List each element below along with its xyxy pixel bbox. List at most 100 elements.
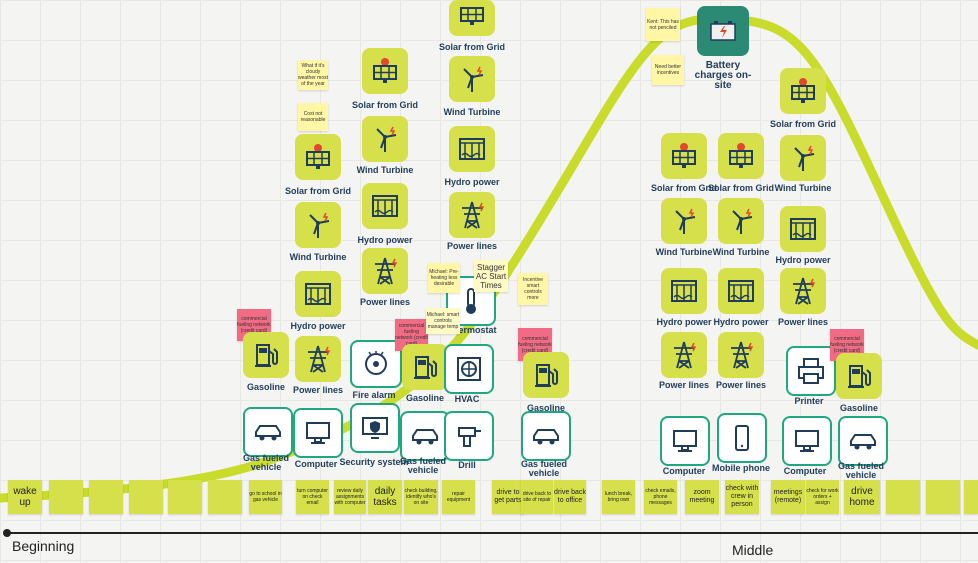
power-lines-label: Power lines xyxy=(658,380,710,390)
note-incentives[interactable]: Need better incentives xyxy=(652,55,684,85)
security-shield-icon xyxy=(362,417,388,439)
computer-tile[interactable] xyxy=(293,408,343,458)
hydro-tile[interactable] xyxy=(718,268,764,314)
step-note[interactable] xyxy=(49,480,83,514)
mobile-phone-tile[interactable] xyxy=(717,413,767,463)
battery-icon xyxy=(710,21,736,41)
gas-vehicle-tile[interactable] xyxy=(400,411,450,461)
step-note[interactable] xyxy=(129,480,163,514)
step-note[interactable]: wake up xyxy=(8,480,42,514)
battery-tile[interactable] xyxy=(697,6,749,56)
step-note[interactable] xyxy=(89,480,123,514)
power-lines-label: Power lines xyxy=(715,380,767,390)
computer-icon xyxy=(795,430,819,452)
power-lines-tile[interactable] xyxy=(449,192,495,238)
note-shifting[interactable]: Michael: smart controls manage temp xyxy=(426,308,460,334)
hydro-dam-icon xyxy=(372,195,398,217)
power-lines-label: Power lines xyxy=(359,297,411,307)
step-note[interactable]: turn computer on check email xyxy=(296,480,329,514)
power-lines-tile[interactable] xyxy=(362,248,408,294)
hydro-label: Hydro power xyxy=(713,317,769,327)
note-kent[interactable]: Kent: This has not penciled xyxy=(646,8,680,41)
gas-vehicle-tile[interactable] xyxy=(243,407,293,457)
step-note[interactable]: go to school in gas vehicle xyxy=(249,480,282,514)
step-note[interactable]: zoom meeting xyxy=(685,480,719,514)
wind-label: Wind Turbine xyxy=(289,252,347,262)
gasoline-tile[interactable] xyxy=(243,332,289,378)
solar-tile[interactable] xyxy=(449,0,495,36)
hydro-label: Hydro power xyxy=(444,177,500,187)
note-stagger-ac[interactable]: Stagger AC Start Times xyxy=(474,260,508,292)
wind-tile[interactable] xyxy=(362,116,408,162)
power-lines-tile[interactable] xyxy=(780,268,826,314)
gasoline-tile[interactable] xyxy=(836,353,882,399)
fire-alarm-tile[interactable] xyxy=(350,340,402,388)
printer-label: Printer xyxy=(794,396,824,406)
hydro-label: Hydro power xyxy=(775,255,831,265)
wind-tile[interactable] xyxy=(295,202,341,248)
solar-tile[interactable] xyxy=(362,48,408,94)
thermostat-icon xyxy=(466,288,476,314)
wind-tile[interactable] xyxy=(661,198,707,244)
wind-turbine-icon xyxy=(675,208,696,234)
computer-tile[interactable] xyxy=(660,416,710,466)
solar-tile[interactable] xyxy=(718,133,764,179)
step-note[interactable]: check building, identify who's on site xyxy=(404,480,438,514)
hvac-unit-icon xyxy=(457,357,481,381)
gas-vehicle-tile[interactable] xyxy=(521,411,571,461)
hvac-tile[interactable] xyxy=(444,344,494,394)
step-note[interactable]: check with crew in person xyxy=(725,480,759,514)
solar-label: Solar from Grid xyxy=(707,183,774,193)
wind-tile[interactable] xyxy=(449,56,495,102)
step-note[interactable]: review daily assignments with computer xyxy=(334,480,366,514)
solar-tile[interactable] xyxy=(295,134,341,180)
solar-tile[interactable] xyxy=(661,133,707,179)
solar-panel-icon xyxy=(373,58,397,83)
step-note[interactable] xyxy=(926,480,960,514)
hydro-tile[interactable] xyxy=(295,271,341,317)
computer-tile[interactable] xyxy=(782,416,832,466)
security-tile[interactable] xyxy=(350,403,400,453)
step-note[interactable]: meetings (remote) xyxy=(771,480,805,514)
step-note[interactable]: check for work orders + assign xyxy=(806,480,839,514)
note-smart-controls[interactable]: Incentive smart controls more xyxy=(518,273,548,305)
step-note[interactable]: lunch break, bring own xyxy=(602,480,635,514)
gas-vehicle-label: Gas fueled vehicle xyxy=(242,453,289,472)
step-note[interactable] xyxy=(168,480,202,514)
step-note[interactable]: check emails, phone messages xyxy=(644,480,677,514)
step-note[interactable]: drive back to site of repair xyxy=(521,480,553,514)
gasoline-tile[interactable] xyxy=(402,344,448,390)
drill-tile[interactable] xyxy=(444,411,494,461)
step-note[interactable]: daily tasks xyxy=(368,480,402,514)
step-note[interactable] xyxy=(208,480,242,514)
solar-tile[interactable] xyxy=(780,68,826,114)
power-lines-tile[interactable] xyxy=(295,336,341,382)
gas-vehicle-tile[interactable] xyxy=(838,416,888,466)
note-cloudy-weather[interactable]: What if it's cloudy weather most of the … xyxy=(298,60,328,90)
note-cost[interactable]: Cost not reasonable xyxy=(298,103,328,131)
wind-tile[interactable] xyxy=(780,135,826,181)
wind-turbine-icon xyxy=(732,208,753,234)
note-precooling[interactable]: Michael: Pre-heating less desirable xyxy=(428,263,460,293)
wind-tile[interactable] xyxy=(718,198,764,244)
wind-label: Wind Turbine xyxy=(774,183,832,193)
printer-tile[interactable] xyxy=(786,346,836,396)
step-note[interactable] xyxy=(886,480,920,514)
hydro-label: Hydro power xyxy=(656,317,712,327)
power-lines-tile[interactable] xyxy=(718,332,764,378)
hydro-tile[interactable] xyxy=(449,126,495,172)
hydro-tile[interactable] xyxy=(780,206,826,252)
step-note[interactable]: drive to get parts xyxy=(492,480,524,514)
computer-icon xyxy=(673,430,697,452)
step-note[interactable]: repair equipment xyxy=(442,480,475,514)
power-lines-tile[interactable] xyxy=(661,332,707,378)
hydro-tile[interactable] xyxy=(362,183,408,229)
step-note[interactable] xyxy=(964,480,978,514)
timeline-axis xyxy=(6,532,978,534)
hydro-tile[interactable] xyxy=(661,268,707,314)
gasoline-tile[interactable] xyxy=(523,352,569,398)
gas-vehicle-label: Gas fueled vehicle xyxy=(399,456,446,475)
step-note[interactable]: drive back to office xyxy=(554,480,586,514)
step-note[interactable]: drive home xyxy=(844,480,880,514)
car-icon xyxy=(255,425,281,441)
